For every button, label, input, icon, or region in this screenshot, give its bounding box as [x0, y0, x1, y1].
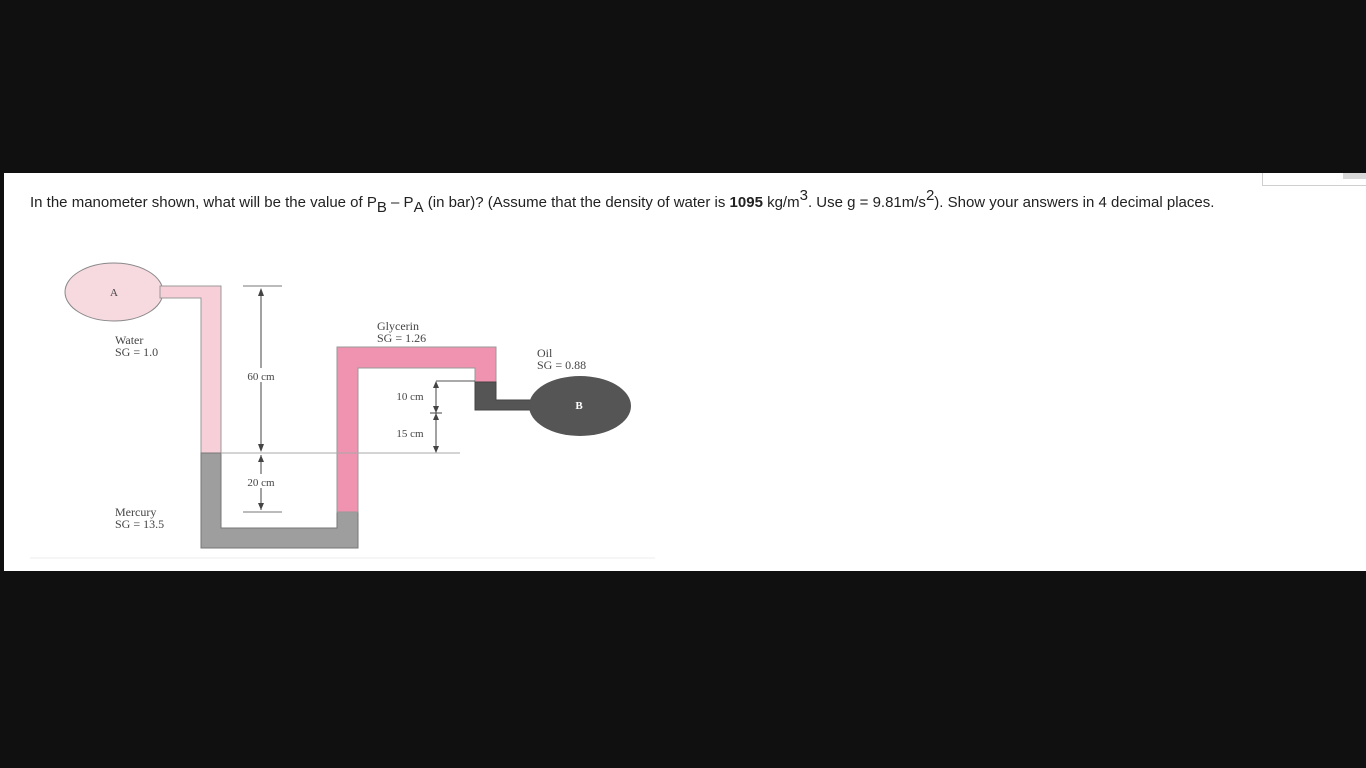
dim-20-arrow-down: [258, 503, 264, 510]
dim-20-label: 20 cm: [247, 477, 275, 489]
water-sg: SG = 1.0: [115, 345, 158, 359]
dim-10-arrow-up: [433, 381, 439, 388]
density-unit: kg/m: [762, 194, 800, 211]
dim-60-label-bg: [236, 368, 286, 382]
dim-60-arrow-down: [258, 444, 264, 452]
vessel-a-label: A: [110, 287, 118, 299]
oil-sg: SG = 0.88: [537, 358, 586, 372]
density-value: 1095: [729, 194, 763, 211]
content-panel: [4, 173, 1366, 571]
gravity-text: . Use g = 9.81m/s: [807, 194, 926, 211]
glycerin-sg: SG = 1.26: [377, 331, 426, 345]
top-right-box: [1262, 173, 1366, 186]
cube-superscript: 3: [799, 187, 808, 204]
subscript-b: B: [376, 199, 387, 216]
dim-15-label: 15 cm: [396, 428, 424, 440]
vessel-b-label: B: [575, 400, 583, 412]
question-minus: – P: [386, 194, 414, 211]
question-mid: (in bar)? (Assume that the density of wa…: [423, 194, 730, 211]
dim-20-label-bg: [236, 474, 286, 488]
mercury-sg: SG = 13.5: [115, 517, 164, 531]
subscript-a: A: [413, 199, 424, 216]
oil-label: Oil: [537, 346, 553, 360]
dim-20-arrow-up: [258, 455, 264, 462]
square-superscript: 2: [925, 187, 935, 204]
water-column: [159, 285, 222, 454]
mercury-label: Mercury: [115, 505, 156, 519]
dim-10-arrow-down: [433, 406, 439, 413]
oil-column: [474, 381, 536, 411]
dim-60-label: 60 cm: [247, 371, 275, 383]
top-right-tab: [1343, 173, 1366, 179]
dim-10-label: 10 cm: [396, 391, 424, 403]
question-ending: ). Show your answers in 4 decimal places…: [934, 194, 1215, 211]
question-text: In the manometer shown, what will be the…: [30, 187, 1215, 216]
dim-15-arrow-up: [433, 413, 439, 420]
water-label: Water: [115, 333, 143, 347]
question-intro: In the manometer shown, what will be the…: [30, 194, 377, 211]
dim-15-arrow-down: [433, 446, 439, 453]
glycerin-label: Glycerin: [377, 319, 419, 333]
vessel-b: [529, 376, 631, 436]
mercury-column: [200, 452, 359, 549]
dim-60-arrow-up: [258, 288, 264, 296]
